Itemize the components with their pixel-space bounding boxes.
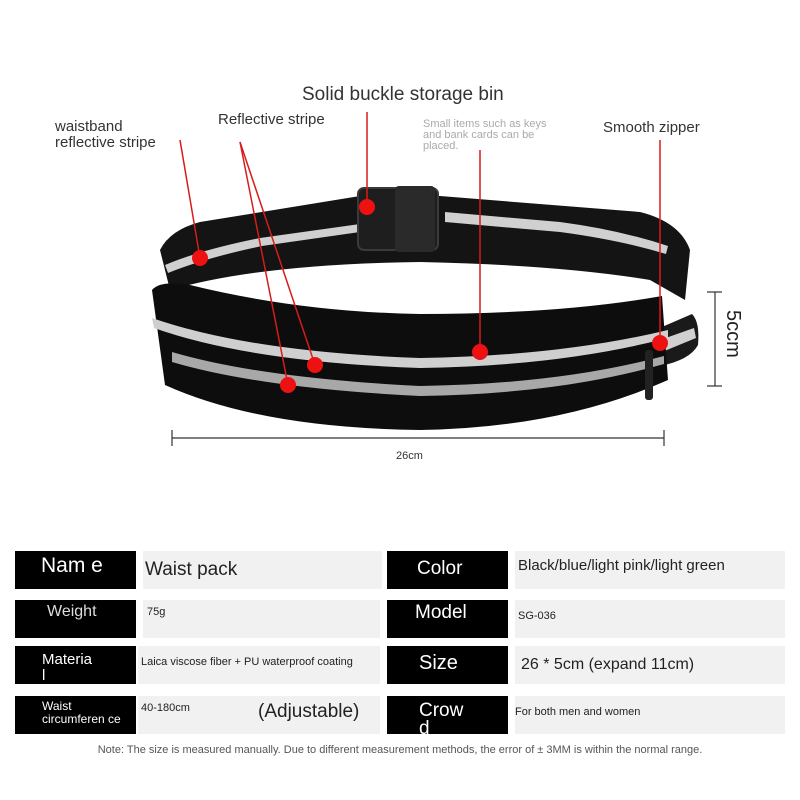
callout-line-reflective-2 — [239, 141, 289, 386]
waist-pack-illustration — [152, 112, 722, 446]
spec-value-material: Laica viscose fiber + PU waterproof coat… — [138, 646, 380, 684]
marker-reflective-2 — [280, 377, 296, 393]
spec-label-material: Materia l — [15, 646, 136, 684]
callout-reflective: Reflective stripe — [218, 111, 325, 128]
back-reflective-stripe-right — [445, 212, 668, 254]
marker-waistband — [192, 250, 208, 266]
marker-buckle — [359, 199, 375, 215]
callout-line-reflective-1 — [239, 141, 316, 366]
spec-label-crowd: Crow d — [387, 696, 508, 734]
belt-front-pouch — [152, 283, 668, 430]
spec-value-color: Black/blue/light pink/light green — [515, 551, 785, 589]
buckle-slot — [395, 186, 435, 252]
callout-buckle: Solid buckle storage bin — [302, 84, 504, 105]
zipper-pull — [645, 350, 653, 400]
spec-label-weight: Weight — [15, 600, 136, 638]
callout-waistband: waistband reflective stripe — [55, 118, 156, 151]
marker-small-items — [472, 344, 488, 360]
marker-reflective-1 — [307, 357, 323, 373]
spec-label-size: Size — [387, 646, 508, 684]
spec-value-model: SG-036 — [515, 600, 785, 638]
spec-label-color: Color — [387, 551, 508, 589]
spec-label-model: Model — [387, 600, 508, 638]
spec-value-crowd: For both men and women — [515, 696, 785, 734]
spec-value-waist-adjustable: (Adjustable) — [258, 701, 360, 722]
width-dimension-label: 26cm — [396, 450, 423, 462]
spec-value-size: 26 * 5cm (expand 11cm) — [515, 646, 785, 684]
marker-zipper — [652, 335, 668, 351]
spec-value-name: Waist pack — [143, 551, 382, 589]
front-reflective-stripe-top — [152, 318, 668, 368]
back-reflective-stripe-left — [165, 224, 360, 273]
measurement-note: Note: The size is measured manually. Due… — [97, 744, 703, 756]
spec-label-name: Nam e — [15, 551, 136, 589]
height-dimension-label: 5ccm — [722, 310, 744, 358]
spec-value-weight: 75g — [143, 600, 380, 638]
callout-small-items: Small items such as keys and bank cards … — [423, 118, 547, 152]
callout-zipper: Smooth zipper — [603, 119, 700, 136]
callout-line-waistband — [179, 139, 201, 259]
spec-label-waist: Waist circumferen ce — [15, 696, 136, 734]
spec-value-waist: 40-180cm (Adjustable) — [138, 696, 380, 734]
strap-tab-stripe — [660, 328, 696, 352]
